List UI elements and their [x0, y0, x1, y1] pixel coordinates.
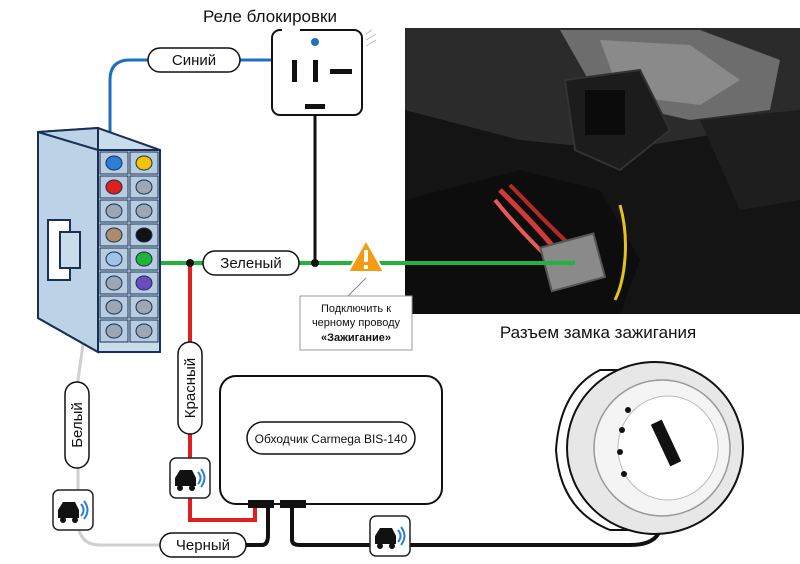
car-wave-icon: [369, 515, 411, 557]
svg-text:Белый: Белый: [69, 402, 86, 448]
connector-pin: [105, 155, 123, 171]
black-wire-label: Черный: [159, 532, 247, 558]
ignition-lock-icon: [554, 361, 744, 535]
black-wire-right: [290, 505, 662, 547]
connector-pin: [105, 251, 123, 267]
connector-pin: [135, 251, 153, 267]
black-wire-left: [240, 505, 270, 547]
connector-pin: [105, 323, 123, 339]
warning-icon: [347, 239, 385, 273]
connector-pin: [135, 227, 153, 243]
ignition-caption: Разъем замка зажигания: [500, 323, 696, 342]
ignition-photo: [405, 28, 800, 314]
connector-pin: [135, 275, 153, 291]
connector-pin: [105, 203, 123, 219]
connector-pin: [135, 155, 153, 171]
connector-pin: [105, 179, 123, 195]
svg-text:Черный: Черный: [176, 537, 230, 554]
white-wire-label: Белый: [64, 381, 90, 469]
green-wire-label: Зеленый: [202, 250, 300, 276]
bypass-module: Обходчик Carmega BIS-140: [219, 375, 443, 508]
connector-pin: [105, 299, 123, 315]
note-line-2: черному проводу: [312, 317, 401, 329]
blue-wire-label: Синий: [147, 47, 241, 73]
connector-pin: [135, 323, 153, 339]
car-wave-icon: [169, 457, 211, 499]
red-wire-label: Красный: [177, 341, 203, 435]
connector-pin: [105, 275, 123, 291]
connector-pins: [99, 151, 159, 343]
connector-pin: [135, 299, 153, 315]
relay-title: Реле блокировки: [203, 7, 337, 26]
car-wave-icon: [52, 489, 94, 531]
blue-wire: [108, 42, 317, 170]
note-line-3: «Зажигание»: [321, 332, 391, 344]
module-label: Обходчик Carmega BIS-140: [255, 432, 408, 446]
note-line-1: Подключить к: [321, 303, 391, 315]
note-box: Подключить к черному проводу «Зажигание»: [299, 295, 413, 351]
connector-block-icon: [37, 126, 161, 354]
svg-text:Красный: Красный: [182, 358, 199, 418]
svg-text:Зеленый: Зеленый: [220, 255, 281, 272]
connector-pin: [135, 203, 153, 219]
connector-pin: [135, 179, 153, 195]
svg-text:Синий: Синий: [172, 52, 216, 69]
connector-pin: [105, 227, 123, 243]
relay-icon: [271, 25, 377, 116]
